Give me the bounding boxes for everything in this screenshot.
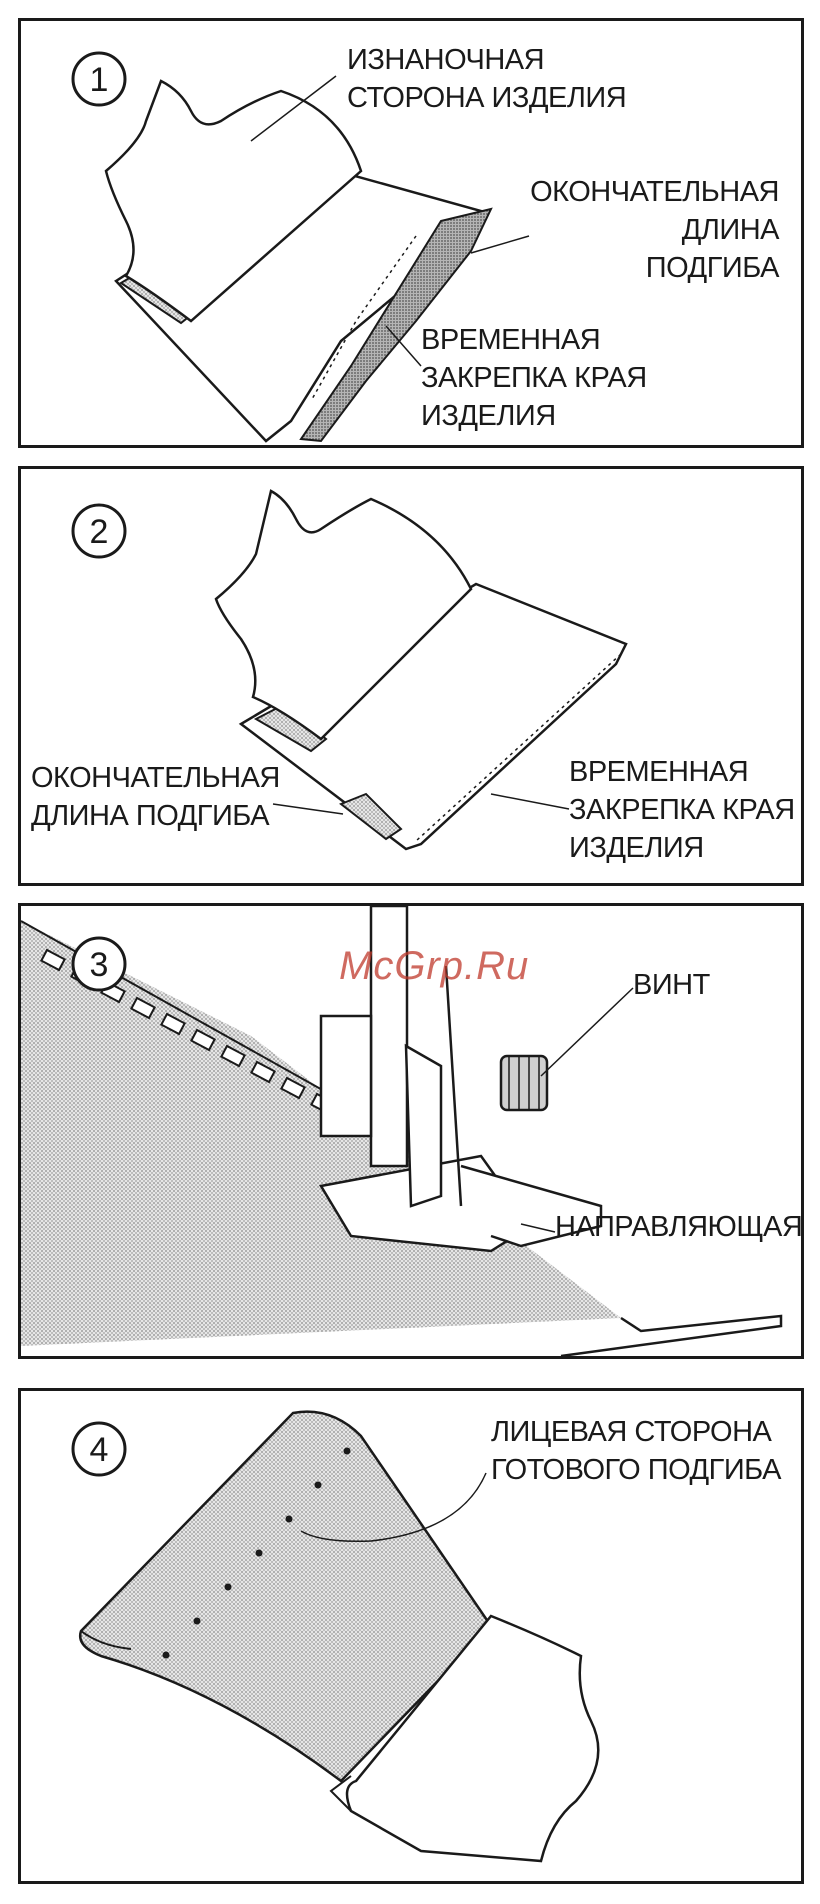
label-final-hem-length: ОКОНЧАТЕЛЬНАЯ ДЛИНА ПОДГИБА: [529, 173, 779, 287]
leader-final-hem: [273, 804, 343, 814]
step-1-panel: 1 ИЗНАНОЧНАЯ СТОРОНА ИЗДЕЛИЯ ОКОНЧАТЕЛЬН…: [18, 18, 804, 448]
label-right-side: ЛИЦЕВАЯ СТОРОНА ГОТОВОГО ПОДГИБА: [491, 1413, 781, 1489]
step-3-panel: 3 McGrp.Ru ВИНТ НАПРАВЛЯЮЩАЯ: [18, 903, 804, 1359]
step-2-panel: 2 ОКОНЧАТЕЛЬНАЯ ДЛИНА ПОДГИБА ВРЕМЕННАЯ …: [18, 466, 804, 886]
step-number-2: 2: [73, 505, 125, 557]
screw-icon: [501, 1056, 547, 1110]
label-final-hem-length: ОКОНЧАТЕЛЬНАЯ ДЛИНА ПОДГИБА: [31, 759, 280, 835]
label-temp-basting: ВРЕМЕННАЯ ЗАКРЕПКА КРАЯ ИЗДЕЛИЯ: [569, 753, 795, 867]
step-number-1: 1: [73, 53, 125, 105]
label-temp-basting: ВРЕМЕННАЯ ЗАКРЕПКА КРАЯ ИЗДЕЛИЯ: [421, 321, 647, 435]
leader-final-hem: [471, 236, 529, 253]
step-number-text: 3: [90, 946, 109, 984]
step-number-text: 2: [90, 513, 109, 551]
step-number-text: 4: [90, 1431, 109, 1469]
watermark: McGrp.Ru: [339, 944, 529, 989]
step-number-4: 4: [73, 1423, 125, 1475]
step-number-text: 1: [90, 61, 109, 99]
label-guide: НАПРАВЛЯЮЩАЯ: [555, 1208, 802, 1246]
guide-rail: [561, 1316, 781, 1356]
label-screw: ВИНТ: [633, 966, 710, 1004]
step-number-3: 3: [73, 938, 125, 990]
label-wrong-side: ИЗНАНОЧНАЯ СТОРОНА ИЗДЕЛИЯ: [347, 41, 626, 117]
leader-screw: [541, 988, 633, 1076]
leader-basting: [491, 794, 569, 809]
step-4-panel: 4 ЛИЦЕВАЯ СТОРОНА ГОТОВОГО ПОДГИБА: [18, 1388, 804, 1884]
